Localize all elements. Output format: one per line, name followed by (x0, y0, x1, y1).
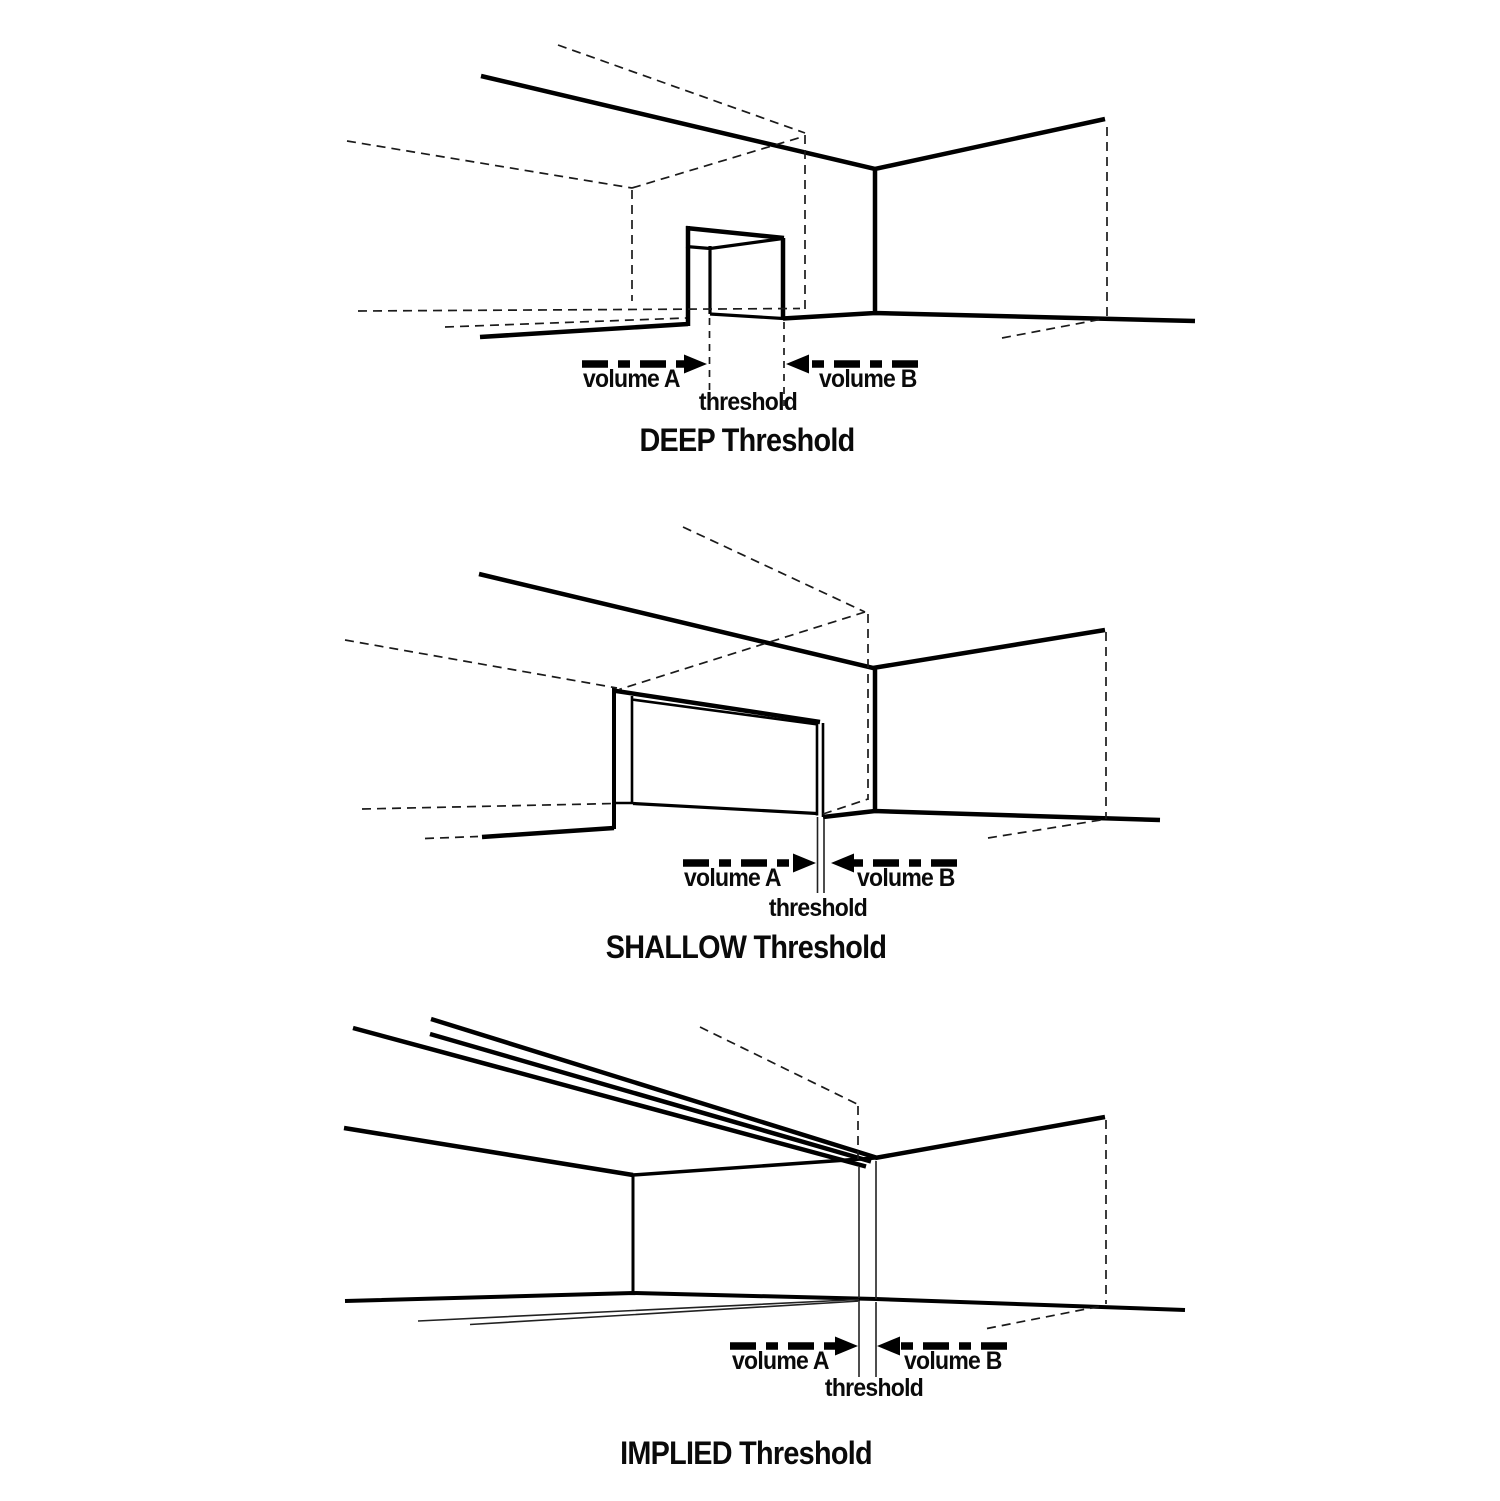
implied-ceiling-edge (632, 1156, 876, 1177)
shallow-wall-inner-faces (614, 696, 825, 817)
implied-threshold-caption: IMPLIED Threshold (620, 1435, 872, 1471)
deep-threshold-extension-lines (708, 318, 785, 406)
implied-threshold-label: threshold (824, 1374, 924, 1402)
deep-room-walls (479, 73, 1196, 340)
shallow-volume-b-arrowhead-icon (831, 853, 854, 873)
deep-threshold-diagram (346, 44, 1196, 406)
shallow-threshold-label: threshold (768, 894, 868, 922)
deep-threshold-label: threshold (698, 388, 798, 416)
implied-floor-edge (344, 1290, 1186, 1312)
implied-overhead-beam (352, 1016, 877, 1169)
implied-threshold-extension-lines (858, 1302, 877, 1377)
shallow-threshold-extension-lines (816, 817, 825, 893)
shallow-threshold-diagram (344, 526, 1161, 893)
deep-volume-b-arrowhead-icon (786, 354, 809, 374)
shallow-threshold-caption: SHALLOW Threshold (605, 929, 887, 965)
shallow-volume-b-label: volume B (857, 864, 955, 892)
shallow-wall-sill (632, 801, 818, 816)
deep-threshold-caption: DEEP Threshold (639, 422, 855, 458)
deep-volume-a-arrowhead-icon (684, 354, 707, 374)
implied-volume-b-label: volume B (904, 1347, 1002, 1375)
shallow-volume-a-arrowhead-icon (793, 853, 816, 873)
implied-hidden-volume-outline (699, 1026, 1107, 1330)
implied-volume-a-arrowhead-icon (835, 1336, 858, 1356)
implied-volume-a-label: volume A (732, 1347, 830, 1375)
deep-volume-b-label: volume B (819, 365, 917, 393)
shallow-room-walls (478, 571, 1161, 840)
implied-threshold-plane-lines (417, 1161, 877, 1326)
implied-room-walls (343, 1114, 1106, 1178)
implied-volume-b-arrowhead-icon (877, 1336, 900, 1356)
deep-doorway-reveal (685, 236, 784, 321)
shallow-volume-a-label: volume A (684, 864, 782, 892)
deep-hidden-volume-outline (346, 44, 1108, 339)
implied-threshold-diagram (343, 1016, 1186, 1377)
shallow-hidden-volume-outline (344, 526, 1107, 840)
deep-volume-a-label: volume A (583, 365, 681, 393)
